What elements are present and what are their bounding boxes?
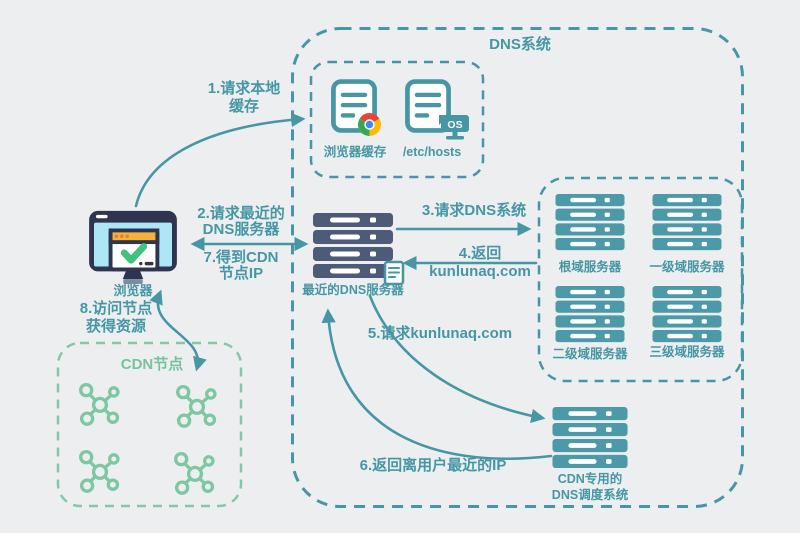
step-8-label: 8.访问节点 获得资源 <box>46 300 186 336</box>
step-1-label: 1.请求本地 缓存 <box>174 80 314 116</box>
second-level-server-label: 二级域服务器 <box>552 347 628 361</box>
step-7-line-2: 节点IP <box>218 265 264 282</box>
cdn-dns-server-label: CDN专用的 DNS调度系统 <box>520 471 660 503</box>
step-6-line-1: 6.返回离用户最近的IP <box>359 457 507 474</box>
second-level-server-icon <box>555 286 625 343</box>
browser-cache-label: 浏览器缓存 <box>323 145 387 159</box>
third-level-server-label: 三级域服务器 <box>649 345 725 359</box>
cdn-node-icon <box>172 449 218 495</box>
step-3-line-1: 3.请求DNS系统 <box>421 202 527 219</box>
root-domain-server-label: 根域服务器 <box>558 260 622 274</box>
cdn-dns-server-icon <box>552 407 628 469</box>
cdn-dns-server-label-line1: CDN专用的 <box>557 472 623 486</box>
step-7-line-1: 7.得到CDN <box>203 249 279 266</box>
third-level-server-icon <box>652 286 722 343</box>
step-1-arrow <box>134 112 306 208</box>
step-4-line-1: 4.返回 <box>458 245 502 262</box>
step-4-label: 4.返回 kunlunaq.com <box>400 245 560 281</box>
step-6-label: 6.返回离用户最近的IP <box>353 457 513 475</box>
step-4-line-2: kunlunaq.com <box>429 263 531 280</box>
os-badge-text: OS <box>447 119 462 131</box>
step-5-line-1: 5.请求kunlunaq.com <box>367 325 513 342</box>
step-2-line-1: 2.请求最近的 <box>197 205 285 222</box>
step-8-line-2: 获得资源 <box>85 318 146 335</box>
step-1-line-1: 1.请求本地 <box>207 80 281 97</box>
step-8-line-1: 8.访问节点 <box>79 300 153 317</box>
etc-hosts-label: /etc/hosts <box>402 145 462 159</box>
os-icon: OS <box>439 115 469 140</box>
cdn-nodes-title: CDN节点 <box>120 356 184 373</box>
step-5-label: 5.请求kunlunaq.com <box>360 325 520 343</box>
step-2-label: 2.请求最近的 DNS服务器 <box>171 206 311 238</box>
step-5-arrow <box>368 294 546 423</box>
root-domain-server-icon <box>555 194 625 251</box>
tld-server-label: 一级域服务器 <box>649 260 725 274</box>
tld-server-icon <box>652 194 722 251</box>
nearest-dns-server-label: 最近的DNS服务器 <box>302 283 404 297</box>
browser-icon <box>86 208 180 286</box>
chrome-icon <box>357 112 382 137</box>
browser-label: 浏览器 <box>113 283 153 298</box>
step-3-label: 3.请求DNS系统 <box>394 202 554 220</box>
cdn-dns-server-label-line2: DNS调度系统 <box>551 488 629 502</box>
dns-system-title: DNS系统 <box>489 36 551 53</box>
cdn-node-icon <box>174 382 220 428</box>
step-1-line-2: 缓存 <box>228 98 259 115</box>
nearest-dns-server-icon <box>313 213 393 279</box>
step-7-label: 7.得到CDN 节点IP <box>171 250 311 282</box>
cdn-node-icon <box>77 447 123 493</box>
step-2-line-2: DNS服务器 <box>202 221 280 238</box>
cdn-node-icon <box>77 380 123 426</box>
